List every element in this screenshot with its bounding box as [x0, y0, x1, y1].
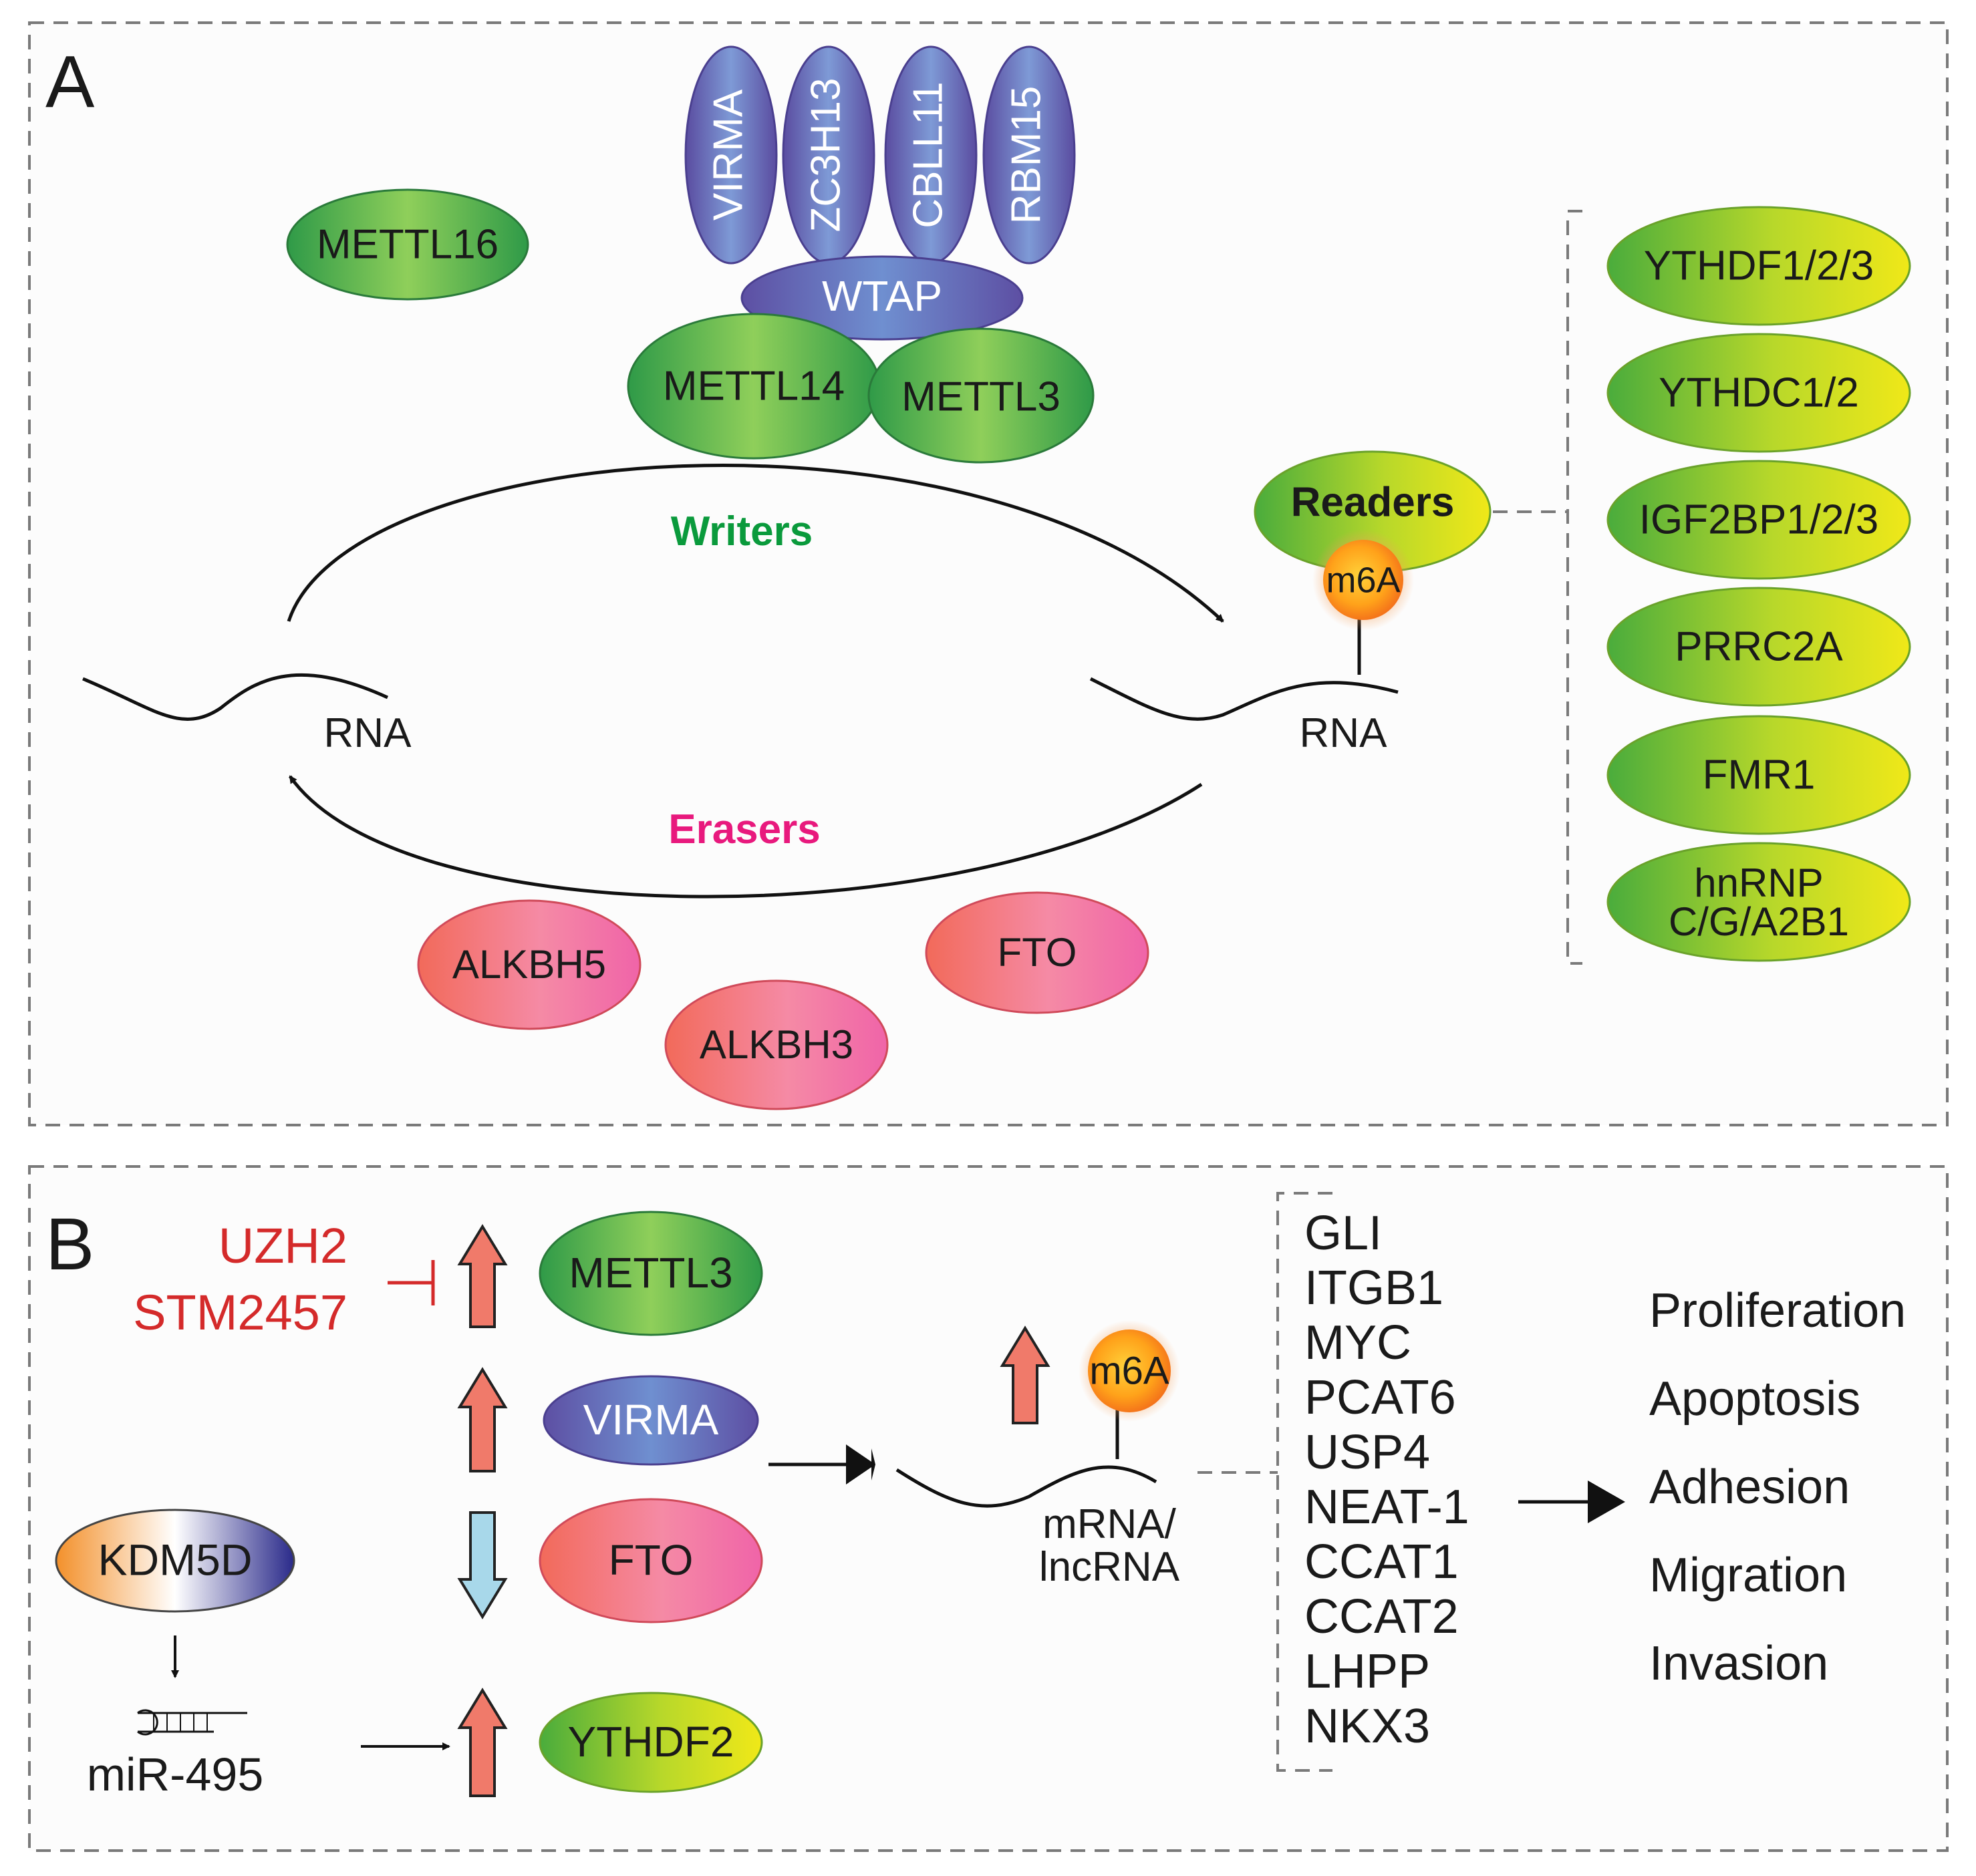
inhibitor-stm2457: STM2457	[133, 1285, 347, 1340]
up-arrow-virma	[457, 1367, 508, 1472]
target-item: CCAT2	[1304, 1590, 1459, 1644]
reader-hnrnp-line2: C/G/A2B1	[1669, 899, 1849, 944]
reader-fmr1-label: FMR1	[1703, 752, 1816, 798]
writer-subunit-zc3h13: ZC3H13	[782, 45, 875, 265]
mettl14-label: METTL14	[663, 363, 845, 409]
reader-hnrnp: hnRNP C/G/A2B1	[1606, 842, 1911, 962]
readers-node: Readers	[1254, 450, 1492, 573]
eraser-alkbh5-label: ALKBH5	[452, 942, 606, 987]
target-item: NKX3	[1304, 1700, 1430, 1753]
erasers-arrow	[288, 775, 1203, 899]
reader-ythdc: YTHDC1/2	[1606, 333, 1911, 453]
writer-wtap: WTAP	[740, 255, 1024, 341]
readers-bracket	[1566, 210, 1582, 965]
panel-b-frame	[28, 1165, 1949, 1852]
reader-hnrnp-line1: hnRNP	[1694, 861, 1823, 905]
reader-ythdf-label: YTHDF1/2/3	[1644, 243, 1874, 289]
protein-virma: VIRMA	[543, 1375, 759, 1466]
mirna-hairpin-icon	[137, 1709, 247, 1736]
writer-subunit-virma: VIRMA	[684, 45, 778, 265]
mirna-label: miR-495	[87, 1748, 264, 1801]
target-item: GLI	[1304, 1207, 1382, 1260]
outcome-item: Adhesion	[1649, 1460, 1850, 1514]
inhibitor-uzh2: UZH2	[219, 1218, 347, 1273]
mettl16-label: METTL16	[317, 221, 499, 267]
eraser-alkbh3: ALKBH3	[664, 979, 889, 1110]
protein-mettl3-label: METTL3	[569, 1249, 732, 1297]
virma-label: VIRMA	[705, 89, 751, 220]
proteins-to-rna-arrowhead	[846, 1444, 875, 1484]
m6a-label-a: m6A	[1326, 560, 1400, 600]
inhibition-symbol	[388, 1260, 435, 1305]
rna-left-strand	[82, 673, 389, 721]
reader-igf2bp: IGF2BP1/2/3	[1606, 460, 1911, 580]
writers-arrow	[287, 464, 1224, 623]
target-item: CCAT1	[1304, 1535, 1459, 1589]
eraser-fto-label: FTO	[998, 930, 1077, 975]
target-item: PCAT6	[1304, 1371, 1456, 1424]
target-item: MYC	[1304, 1316, 1411, 1370]
zc3h13-label: ZC3H13	[803, 78, 849, 232]
rna-right-strand	[1089, 677, 1399, 721]
eraser-alkbh5: ALKBH5	[417, 899, 642, 1030]
panel-a: A VIRMA ZC3H13 CBLL11 RBM15 WTAP METTL14	[28, 21, 1949, 1126]
panel-a-letter: A	[45, 41, 95, 123]
targets-to-outcomes-arrowhead	[1588, 1480, 1625, 1523]
protein-mettl3: METTL3	[539, 1211, 763, 1336]
cbll11-label: CBLL11	[905, 82, 951, 228]
up-arrow-m6a	[1000, 1325, 1050, 1424]
target-item: NEAT-1	[1304, 1480, 1469, 1534]
protein-ythdf2: YTHDF2	[539, 1692, 763, 1793]
up-arrow-ythdf2	[457, 1688, 508, 1797]
reader-igf2bp-label: IGF2BP1/2/3	[1639, 496, 1878, 542]
protein-fto: FTO	[539, 1498, 763, 1623]
eraser-fto: FTO	[925, 891, 1149, 1014]
outcome-item: Apoptosis	[1649, 1372, 1860, 1426]
writers-label: Writers	[671, 508, 813, 555]
protein-virma-label: VIRMA	[583, 1396, 719, 1444]
erasers-label: Erasers	[668, 806, 821, 852]
outcome-list: Proliferation Apoptosis Adhesion Migrati…	[1649, 1284, 1906, 1690]
reader-ythdc-label: YTHDC1/2	[1659, 369, 1859, 416]
writer-subunit-rbm15: RBM15	[982, 45, 1076, 265]
writer-mettl3: METTL3	[867, 327, 1095, 464]
eraser-alkbh3-label: ALKBH3	[700, 1022, 853, 1067]
outcome-item: Proliferation	[1649, 1284, 1906, 1338]
target-list: GLI ITGB1 MYC PCAT6 USP4 NEAT-1 CCAT1 CC…	[1304, 1207, 1469, 1753]
m6a-label-b: m6A	[1089, 1349, 1169, 1392]
mettl3-label-a: METTL3	[901, 373, 1061, 420]
outcome-item: Invasion	[1649, 1637, 1828, 1690]
target-item: LHPP	[1304, 1645, 1430, 1698]
protein-fto-label: FTO	[609, 1536, 694, 1584]
wtap-label: WTAP	[822, 272, 942, 320]
up-arrow-mettl3	[457, 1224, 508, 1328]
m6a-mark-a: m6A	[1312, 529, 1414, 631]
kdm5d-node: KDM5D	[55, 1509, 295, 1613]
down-arrow-fto	[457, 1511, 508, 1619]
mrna-strand	[895, 1465, 1157, 1508]
readers-label: Readers	[1291, 479, 1455, 525]
mrna-label-line1: mRNA/	[1042, 1501, 1177, 1547]
target-item: ITGB1	[1304, 1261, 1443, 1315]
reader-ythdf: YTHDF1/2/3	[1606, 206, 1911, 326]
mrna-label-line2: lncRNA	[1039, 1544, 1180, 1590]
outcome-item: Migration	[1649, 1549, 1847, 1602]
rbm15-label: RBM15	[1003, 86, 1049, 224]
targets-bracket	[1276, 1192, 1332, 1772]
rna-left-label: RNA	[324, 710, 412, 756]
reader-prrc2a-label: PRRC2A	[1675, 623, 1843, 669]
writer-mettl16: METTL16	[286, 188, 529, 301]
m6a-mark-b: m6A	[1079, 1320, 1180, 1422]
writer-subunit-cbll11: CBLL11	[884, 45, 978, 265]
rna-right-label: RNA	[1300, 710, 1388, 756]
panel-b-letter: B	[45, 1203, 94, 1285]
kdm5d-label: KDM5D	[98, 1535, 252, 1584]
protein-ythdf2-label: YTHDF2	[568, 1718, 734, 1766]
panel-b: B UZH2 STM2457 METTL3 VIRMA FTO YTHDF2	[28, 1165, 1949, 1852]
reader-fmr1: FMR1	[1606, 715, 1911, 835]
target-item: USP4	[1304, 1426, 1430, 1479]
writer-mettl14: METTL14	[627, 313, 881, 460]
reader-prrc2a: PRRC2A	[1606, 587, 1911, 707]
